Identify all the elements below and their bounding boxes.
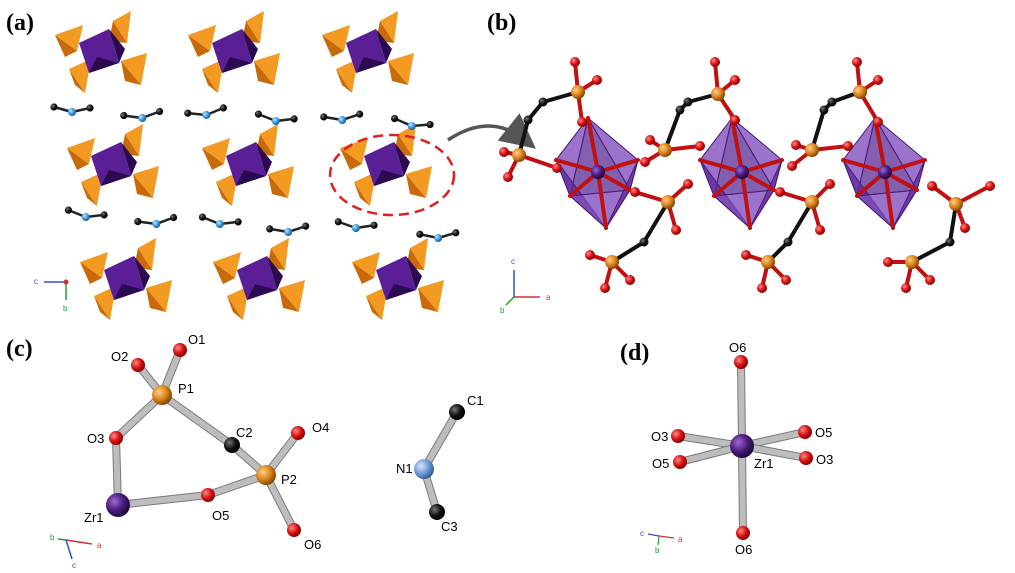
axis-triad-d: a c b — [640, 529, 683, 555]
panel-a: c b — [34, 11, 536, 320]
label-o2: O2 — [111, 349, 128, 364]
panel-label-b: (b) — [487, 10, 516, 36]
label-c1: C1 — [467, 393, 484, 408]
highlight-ellipse — [328, 133, 456, 217]
axis-label-c: c — [511, 257, 515, 266]
atom-o4 — [291, 426, 305, 440]
label-o5-right: O5 — [815, 425, 832, 440]
panel-label-a: (a) — [6, 10, 34, 36]
zrp-polyhedral-unit — [340, 124, 432, 206]
label-o6-bottom: O6 — [735, 542, 752, 557]
zrp-polyhedral-unit — [67, 124, 159, 206]
arrow-to-b — [447, 113, 536, 149]
axis-label-b: b — [50, 533, 55, 542]
zr-phosphonate-chain — [499, 57, 995, 293]
polyhedra-layers — [55, 11, 444, 320]
atom-o2 — [131, 358, 145, 372]
label-zr1: Zr1 — [84, 510, 104, 525]
atom-zr1 — [730, 434, 754, 458]
dimethylammonium-cation — [64, 206, 108, 221]
atom-o6-bottom — [736, 526, 750, 540]
zrp-polyhedral-unit — [188, 11, 280, 93]
dimethylammonium-cation — [198, 213, 242, 228]
label-o5: O5 — [212, 508, 229, 523]
label-n1: N1 — [396, 461, 413, 476]
label-o5-left: O5 — [652, 456, 669, 471]
atom-c3 — [429, 504, 445, 520]
atom-zr1 — [106, 493, 130, 517]
dimethylammonium-cation — [50, 103, 94, 116]
atom-o5 — [201, 488, 215, 502]
label-c2: C2 — [236, 425, 253, 440]
axis-triad-b: a c b — [500, 257, 551, 315]
dimethylammonium-cation — [390, 114, 434, 130]
panel-d: O6 O3 O5 O5 Zr1 O3 O6 a c b — [640, 340, 833, 557]
label-o4: O4 — [312, 420, 329, 435]
atom-o6 — [287, 523, 301, 537]
axis-label-c: c — [72, 561, 76, 570]
axis-label-c: c — [640, 529, 644, 538]
dimethylammonium-cation — [334, 218, 378, 232]
zrp-polyhedral-unit — [80, 238, 172, 320]
axis-label-b: b — [655, 546, 660, 555]
atom-p1 — [152, 385, 172, 405]
axis-triad-a: c b — [34, 277, 69, 313]
atom-o1 — [173, 343, 187, 357]
label-p1: P1 — [178, 381, 194, 396]
axis-label-b: b — [63, 304, 68, 313]
dimethylammonium-cation — [266, 222, 310, 236]
atom-o3-left — [671, 429, 685, 443]
label-o1: O1 — [188, 332, 205, 347]
atom-o5-left — [673, 455, 687, 469]
axis-label-a: a — [97, 541, 102, 550]
label-o6-top: O6 — [729, 340, 746, 355]
label-o3: O3 — [87, 431, 104, 446]
zrp-polyhedral-unit — [202, 124, 294, 206]
label-p2: P2 — [281, 472, 297, 487]
atom-n1 — [414, 459, 434, 479]
axis-label-a: a — [546, 293, 551, 302]
axis-label-b: b — [500, 306, 505, 315]
label-o6: O6 — [304, 537, 321, 552]
panel-b: a c b — [499, 57, 995, 315]
bonds-c — [112, 346, 461, 534]
atom-o3 — [109, 431, 123, 445]
dimethylammonium-cation — [416, 229, 460, 242]
zrp-polyhedral-unit — [322, 11, 414, 93]
atom-c2 — [224, 437, 240, 453]
panel-label-c: (c) — [6, 336, 33, 362]
atom-c1 — [449, 404, 465, 420]
atom-o3-right — [799, 451, 813, 465]
dimethylammonium-cation — [254, 110, 298, 125]
atom-o6-top — [734, 355, 748, 369]
panel-c: O1 O2 P1 O3 C2 O4 P2 Zr1 O5 O6 C1 N1 C3 … — [50, 332, 484, 570]
dimethylammonium-cation — [134, 213, 178, 228]
zrp-polyhedral-unit — [213, 238, 305, 320]
label-o3-left: O3 — [651, 429, 668, 444]
zrp-polyhedral-unit — [352, 238, 444, 320]
atom-o5-right — [798, 425, 812, 439]
atom-p2 — [256, 465, 276, 485]
axis-label-c: c — [34, 277, 38, 286]
zrp-polyhedral-unit — [55, 11, 147, 93]
label-zr1: Zr1 — [754, 456, 774, 471]
dimethylammonium-rows — [50, 103, 460, 242]
dimethylammonium-cation — [120, 107, 164, 122]
label-c3: C3 — [441, 519, 458, 534]
axis-triad-c: a b c — [50, 533, 102, 570]
dimethylammonium-cation — [320, 110, 364, 124]
dimethylammonium-cation — [184, 104, 227, 119]
label-o3-right: O3 — [816, 452, 833, 467]
panel-label-d: (d) — [620, 340, 649, 366]
axis-label-a: a — [678, 535, 683, 544]
